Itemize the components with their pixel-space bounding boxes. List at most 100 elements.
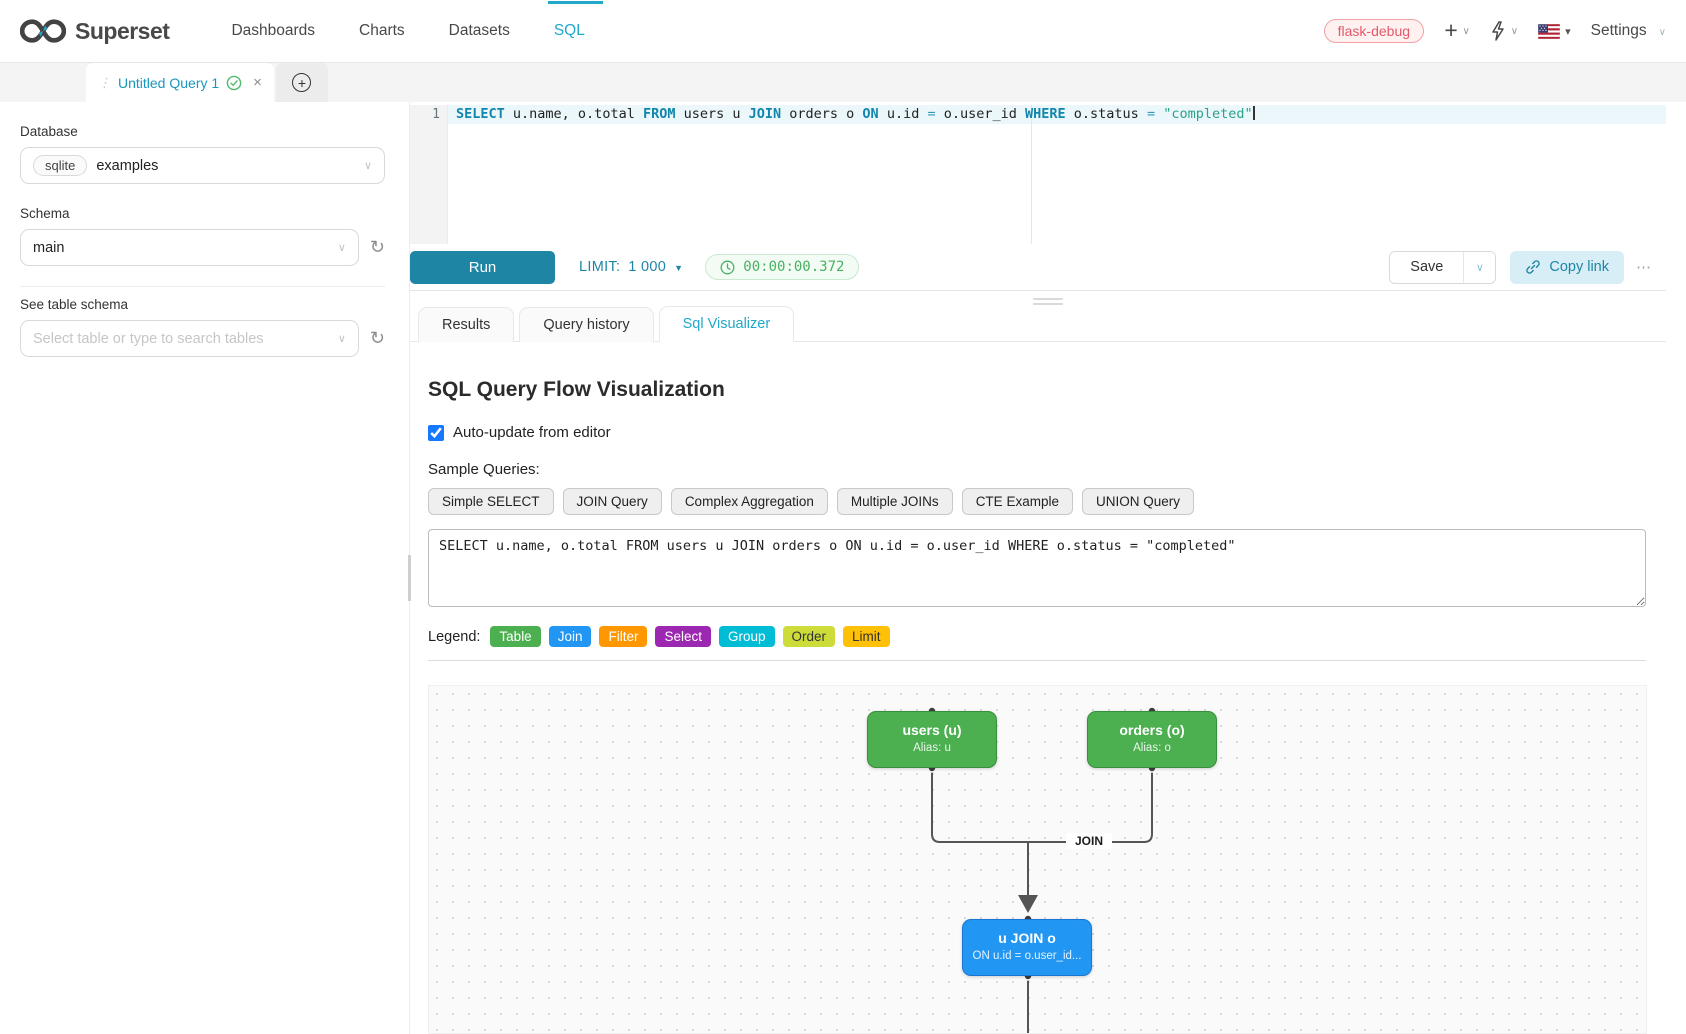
superset-infinity-icon	[20, 19, 66, 43]
query-tab-active[interactable]: Untitled Query 1	[86, 63, 274, 102]
new-query-tab-button[interactable]	[275, 63, 328, 102]
query-timer: 00:00:00.372	[705, 254, 860, 281]
schema-select[interactable]: main	[20, 229, 359, 266]
drag-handle-icon[interactable]	[98, 74, 111, 92]
sql-token: =	[1146, 106, 1156, 122]
sql-token: FROM	[642, 106, 676, 122]
save-options-caret[interactable]	[1463, 251, 1496, 283]
sample-query-button[interactable]: UNION Query	[1081, 488, 1194, 515]
new-item-dropdown[interactable]	[1444, 19, 1470, 43]
node-subtitle: ON u.id = o.user_id...	[972, 950, 1082, 962]
main-split: Database sqlite examples Schema main See…	[0, 102, 1686, 1034]
refresh-tables-icon[interactable]	[370, 328, 385, 349]
sample-query-button[interactable]: Multiple JOINs	[836, 488, 953, 515]
sql-editor-line-code[interactable]: SELECT u.name, o.total FROM users u JOIN…	[410, 105, 1666, 124]
chevron-down-icon	[338, 241, 346, 254]
auto-update-row: Auto-update from editor	[428, 424, 1686, 441]
language-picker[interactable]	[1538, 23, 1571, 39]
link-icon	[1526, 260, 1541, 274]
run-button[interactable]: Run	[410, 250, 555, 284]
tab-query-history[interactable]: Query history	[519, 307, 654, 342]
nav-dashboards[interactable]: Dashboards	[231, 22, 316, 39]
nav-datasets[interactable]: Datasets	[448, 22, 510, 39]
legend-divider	[428, 660, 1646, 661]
legend-chip: Group	[719, 626, 775, 647]
sample-query-button[interactable]: CTE Example	[961, 488, 1073, 515]
sql-visualizer-panel: SQL Query Flow Visualization Auto-update…	[410, 342, 1686, 1034]
sample-query-button[interactable]: Complex Aggregation	[670, 488, 828, 515]
limit-value: 1 000	[628, 259, 667, 276]
visualizer-query-input[interactable]: SELECT u.name, o.total FROM users u JOIN…	[428, 529, 1646, 607]
node-subtitle: Alias: o	[1133, 742, 1171, 754]
caret-down-icon	[674, 259, 683, 275]
flow-edges	[927, 706, 1157, 1033]
us-flag-icon	[1538, 23, 1561, 39]
query-tabstrip: Untitled Query 1	[0, 63, 1686, 102]
sample-query-button[interactable]: JOIN Query	[562, 488, 662, 515]
visualizer-title: SQL Query Flow Visualization	[428, 378, 725, 401]
plus-icon	[1444, 19, 1457, 43]
copy-link-label: Copy link	[1549, 259, 1609, 276]
nav-sql[interactable]: SQL	[532, 0, 607, 62]
clock-icon	[720, 260, 735, 275]
flow-canvas[interactable]: JOIN users (u) Alias: u orders (o) Alias…	[428, 685, 1647, 1034]
limit-dropdown[interactable]: LIMIT: 1 000	[579, 259, 683, 275]
database-label: Database	[20, 124, 78, 139]
result-tabs: Results Query history Sql Visualizer	[410, 306, 1666, 342]
copy-link-button[interactable]: Copy link	[1510, 250, 1624, 284]
sample-queries-label: Sample Queries:	[428, 461, 540, 478]
top-navbar: Superset Dashboards Charts Datasets SQL …	[0, 0, 1686, 63]
editor-pane: 1 SELECT u.name, o.total FROM users u JO…	[410, 102, 1686, 1034]
sidebar-resize-grip[interactable]	[408, 555, 411, 601]
save-split-button: Save	[1389, 250, 1497, 284]
nav-charts[interactable]: Charts	[359, 22, 405, 39]
table-select[interactable]: Select table or type to search tables	[20, 320, 359, 357]
node-title: u JOIN o	[998, 930, 1056, 946]
saved-check-icon	[226, 75, 242, 90]
sql-token	[1155, 106, 1163, 122]
sql-token: JOIN	[748, 106, 782, 122]
save-button[interactable]: Save	[1390, 251, 1464, 283]
schema-row: main	[20, 229, 385, 266]
sql-token: u.id	[878, 106, 928, 122]
node-subtitle: Alias: u	[913, 742, 951, 754]
sample-query-buttons: Simple SELECT JOIN Query Complex Aggregati…	[428, 488, 1686, 515]
close-tab-icon[interactable]	[253, 74, 262, 91]
flow-node-orders[interactable]: orders (o) Alias: o	[1087, 711, 1217, 768]
database-select[interactable]: sqlite examples	[20, 147, 385, 184]
settings-label: Settings	[1590, 22, 1647, 39]
settings-menu[interactable]: Settings	[1591, 22, 1666, 40]
superset-logo[interactable]: Superset	[20, 0, 170, 62]
auto-update-checkbox[interactable]	[428, 424, 444, 441]
navbar-right: flask-debug	[1323, 0, 1666, 62]
join-edge-label: JOIN	[1066, 833, 1112, 849]
database-engine-tag: sqlite	[33, 155, 88, 176]
table-row: Select table or type to search tables	[20, 320, 385, 357]
sql-token: ON	[862, 106, 879, 122]
sql-token: orders o	[781, 106, 863, 122]
limit-label: LIMIT:	[579, 259, 621, 276]
legend-chip: Select	[655, 626, 711, 647]
add-tab-icon	[292, 73, 312, 92]
lightning-icon	[1492, 21, 1504, 41]
query-search-dropdown[interactable]	[1490, 21, 1518, 41]
more-actions-icon[interactable]	[1636, 258, 1652, 276]
sample-query-button[interactable]: Simple SELECT	[428, 488, 554, 515]
main-nav: Dashboards Charts Datasets SQL	[209, 0, 606, 62]
flow-node-users[interactable]: users (u) Alias: u	[867, 711, 997, 768]
refresh-schemas-icon[interactable]	[370, 237, 385, 258]
tab-sql-visualizer[interactable]: Sql Visualizer	[658, 306, 795, 342]
table-schema-label: See table schema	[20, 297, 129, 312]
flow-node-join[interactable]: u JOIN o ON u.id = o.user_id...	[962, 919, 1092, 976]
sql-token: o.user_id	[935, 106, 1026, 122]
database-value: examples	[96, 157, 159, 174]
sql-token: "completed"	[1163, 106, 1253, 122]
brand-name: Superset	[75, 17, 170, 44]
tab-results[interactable]: Results	[418, 307, 515, 342]
editor-toolbar: Run LIMIT: 1 000 00:00:00.372 Save	[410, 244, 1666, 291]
sql-code-editor[interactable]: 1 SELECT u.name, o.total FROM users u JO…	[410, 105, 1666, 245]
schema-value: main	[33, 239, 65, 256]
pane-drag-handle[interactable]	[1033, 298, 1063, 305]
